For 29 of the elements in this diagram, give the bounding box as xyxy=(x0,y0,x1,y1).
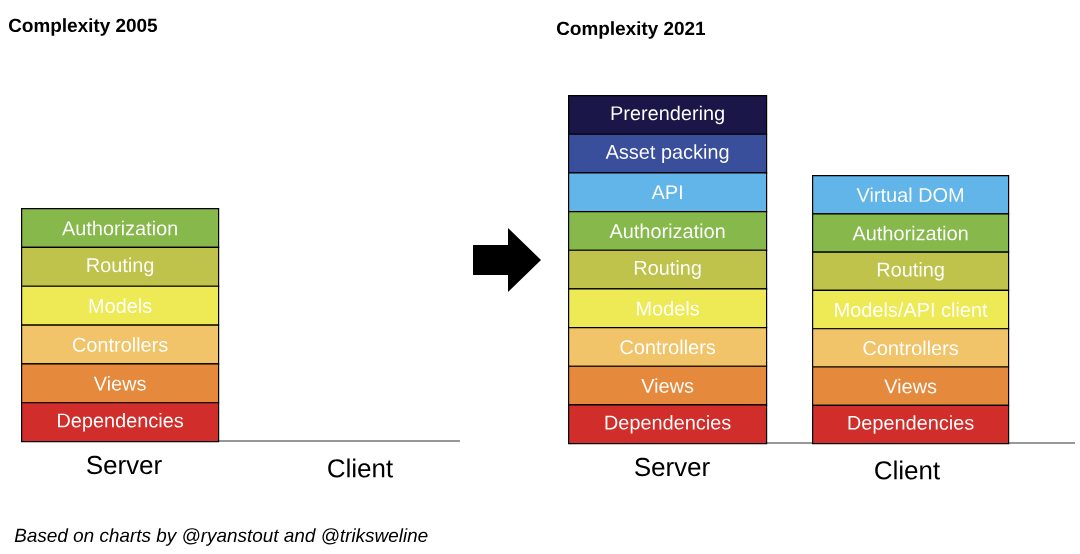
layer-box: Routing xyxy=(21,246,220,287)
layer-box: Controllers xyxy=(812,328,1010,368)
layer-box: Views xyxy=(812,366,1010,406)
chart-title: Complexity 2021 xyxy=(557,21,706,39)
source-note: Based on charts by @ryanstout and @triksweline xyxy=(14,528,428,546)
layer-box: Asset packing xyxy=(568,133,768,174)
layer-box: Views xyxy=(21,363,220,404)
axis-label: Server xyxy=(87,455,162,475)
layer-box: Prerendering xyxy=(568,95,768,135)
chart-title: Complexity 2005 xyxy=(9,18,158,36)
layer-box: Models xyxy=(568,288,768,329)
layer-box: Routing xyxy=(568,249,768,290)
layer-box: Dependencies xyxy=(21,402,220,443)
layer-box: Authorization xyxy=(568,211,768,251)
layer-box: Models xyxy=(21,285,220,326)
layer-box: Controllers xyxy=(21,324,220,365)
layer-box: Dependencies xyxy=(568,404,768,445)
layer-box: Controllers xyxy=(568,327,768,367)
layer-box: Authorization xyxy=(21,208,220,248)
layer-box: API xyxy=(568,172,768,213)
layer-box: Views xyxy=(568,365,768,406)
layer-box: Routing xyxy=(812,251,1010,292)
axis-label: Server xyxy=(635,457,710,477)
layer-box: Authorization xyxy=(812,213,1010,253)
axis-label: Client xyxy=(875,460,940,480)
axis-label: Client xyxy=(328,458,393,478)
layer-box: Models/API client xyxy=(812,289,1010,330)
layer-box: Dependencies xyxy=(812,404,1010,445)
layer-box: Virtual DOM xyxy=(812,175,1010,215)
